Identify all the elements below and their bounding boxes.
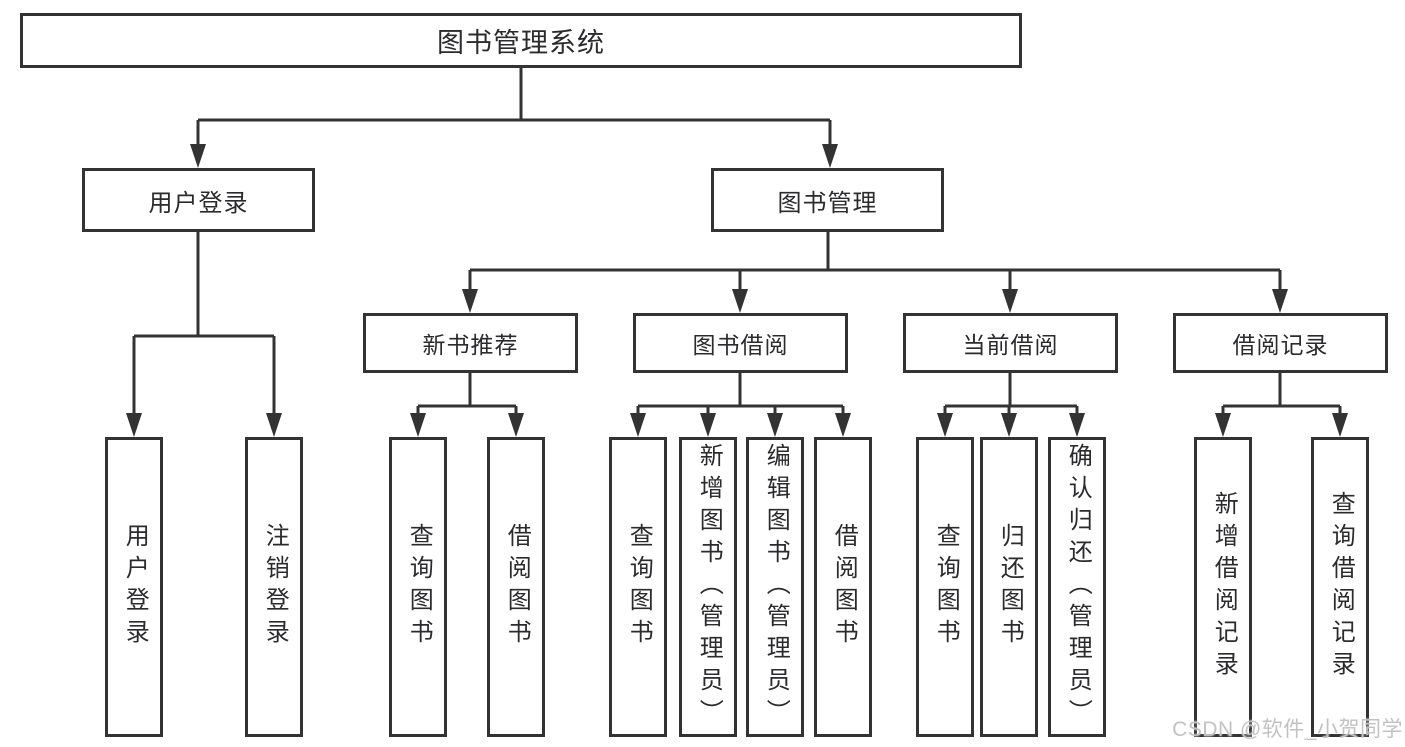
leaf-add-book-admin-label: 新增图书（管理员）: [695, 443, 723, 731]
leaf-borrow-book-label: 借阅图书: [830, 523, 858, 651]
leaf-logout-label: 注销登录: [261, 523, 289, 651]
leaf-add-book-admin: 新增图书（管理员）: [679, 437, 737, 737]
leaf-edit-book-admin-label: 编辑图书（管理员）: [762, 443, 790, 731]
node-borrow-records-label: 借阅记录: [1232, 332, 1329, 358]
node-book-management-label: 图书管理: [777, 189, 878, 217]
node-current-borrow: 当前借阅: [903, 313, 1118, 373]
node-user-login: 用户登录: [82, 168, 315, 232]
node-borrow-records: 借阅记录: [1173, 313, 1388, 373]
leaf-borrow-book-recommend: 借阅图书: [487, 437, 545, 737]
leaf-add-borrow-record: 新增借阅记录: [1194, 437, 1252, 737]
leaf-query-book-borrow: 查询图书: [609, 437, 667, 737]
node-book-management: 图书管理: [711, 168, 944, 232]
leaf-add-borrow-record-label: 新增借阅记录: [1210, 491, 1238, 683]
leaf-user-login: 用户登录: [105, 437, 163, 737]
node-root-label: 图书管理系统: [437, 28, 605, 58]
leaf-edit-book-admin: 编辑图书（管理员）: [746, 437, 804, 737]
node-current-borrow-label: 当前借阅: [962, 332, 1059, 358]
leaf-borrow-book-recommend-label: 借阅图书: [503, 523, 531, 651]
leaf-query-borrow-record-label: 查询借阅记录: [1327, 491, 1355, 683]
node-new-book-recommend-label: 新书推荐: [422, 332, 519, 358]
leaf-query-book-recommend: 查询图书: [389, 437, 447, 737]
node-new-book-recommend: 新书推荐: [363, 313, 578, 373]
csdn-watermark: CSDN @软件_小贺同学: [1172, 718, 1403, 741]
node-book-borrow: 图书借阅: [633, 313, 848, 373]
leaf-query-book-current: 查询图书: [916, 437, 974, 737]
leaf-logout: 注销登录: [245, 437, 303, 737]
leaf-user-login-label: 用户登录: [121, 523, 149, 651]
leaf-confirm-return-admin-label: 确认归还（管理员）: [1064, 443, 1092, 731]
leaf-return-book-label: 归还图书: [996, 523, 1024, 651]
leaf-query-book-borrow-label: 查询图书: [625, 523, 653, 651]
leaf-return-book: 归还图书: [980, 437, 1038, 737]
leaf-confirm-return-admin: 确认归还（管理员）: [1048, 437, 1106, 737]
node-book-borrow-label: 图书借阅: [692, 332, 789, 358]
node-user-login-label: 用户登录: [148, 189, 249, 217]
leaf-query-borrow-record: 查询借阅记录: [1311, 437, 1369, 737]
node-root-system: 图书管理系统: [20, 13, 1022, 68]
leaf-query-book-recommend-label: 查询图书: [405, 523, 433, 651]
leaf-query-book-current-label: 查询图书: [932, 523, 960, 651]
leaf-borrow-book: 借阅图书: [814, 437, 872, 737]
